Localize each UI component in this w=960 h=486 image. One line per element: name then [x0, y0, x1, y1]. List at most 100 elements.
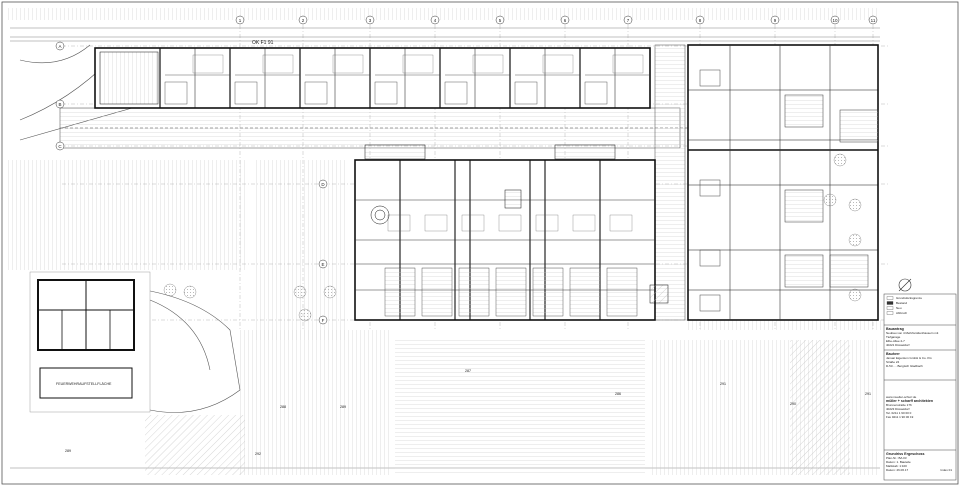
- terrace: [784, 94, 824, 128]
- grid-bubble-row: [318, 315, 328, 325]
- grid-label-row: B: [58, 102, 61, 107]
- tree-icon: [298, 308, 312, 322]
- bathroom: [234, 81, 258, 105]
- architect-block: www.mueller-schurr.de müller + scharff a…: [886, 395, 954, 419]
- grid-bubble-col: [365, 15, 375, 25]
- legend-swatch: [886, 311, 894, 315]
- architect-web: www.mueller-schurr.de: [886, 395, 917, 399]
- room-furniture: [498, 214, 522, 232]
- grid-label-col: 2: [302, 18, 305, 23]
- parcel-mid-left: [255, 160, 345, 340]
- architect-line: Brunnenstraße 176: [886, 403, 912, 407]
- grid-bubble-col: [623, 15, 633, 25]
- room-furniture: [332, 54, 364, 74]
- grid-bubble-col: [695, 15, 705, 25]
- grid-label-col: 11: [871, 18, 876, 23]
- grid-bubble-col: [868, 15, 878, 25]
- owner-line: Januar Eigentum GmbH & Co. KG: [886, 356, 932, 360]
- grid-label-col: 6: [564, 18, 567, 23]
- storage-room: [421, 267, 453, 317]
- tree-icon: [823, 193, 837, 207]
- access-road-vertical: [654, 44, 686, 321]
- room-furniture: [572, 214, 596, 232]
- grid-bubble-col: [495, 15, 505, 25]
- parcel-bottom-1: [240, 330, 390, 475]
- storage-room: [569, 267, 601, 317]
- room-furniture: [262, 54, 294, 74]
- parcel-bottom-2: [395, 340, 645, 475]
- room-furniture: [402, 54, 434, 74]
- grid-bubble-col: [430, 15, 440, 25]
- grid-label-col: 8: [699, 18, 702, 23]
- drawing-block: Grundriss Ergeschoss Plan-Nr.: BA 03 Dat…: [886, 452, 954, 472]
- drawing-field: Maßstab: 1:100: [886, 464, 907, 468]
- project-line: Tiefgarage: [886, 335, 901, 339]
- owner-heading: Bauherr: [886, 352, 900, 356]
- owner-line: Straße 24: [886, 360, 900, 364]
- units-north: [159, 48, 650, 108]
- tree-icon: [848, 233, 862, 247]
- units-center: [355, 160, 655, 320]
- terrace: [784, 254, 824, 288]
- trees: [163, 153, 862, 322]
- parcel-number: 288: [280, 405, 286, 409]
- room-furniture: [612, 54, 644, 74]
- stair: [699, 294, 721, 312]
- grid-label-row: A: [58, 44, 61, 49]
- architect-line: Tel. 0211 1 90 00 0: [886, 411, 912, 415]
- storage-room: [532, 267, 564, 317]
- grid-label-row: F: [322, 318, 325, 323]
- bathroom: [584, 81, 608, 105]
- stair: [699, 179, 721, 197]
- grid-label-col: 3: [369, 18, 372, 23]
- drawing-field: Plan-Nr.: BA 03: [886, 456, 907, 460]
- architect-line: Fax 0211 1 90 00 19: [886, 415, 914, 419]
- storage-room: [606, 267, 638, 317]
- legend-label: Grundstücksgrenze: [896, 296, 922, 300]
- drawing-field: Datum: 26.06.17: [886, 468, 909, 472]
- tree-icon: [848, 288, 862, 302]
- grid-label-col: 4: [434, 18, 437, 23]
- storage-room: [384, 267, 416, 317]
- tree-icon: [833, 153, 847, 167]
- grid-bubble-row: [55, 99, 65, 109]
- bathroom: [514, 81, 538, 105]
- owner-line: D-53..... Bergisch Gladbach: [886, 364, 923, 368]
- tree-icon: [293, 285, 307, 299]
- parcel-number: 286: [615, 392, 621, 396]
- parcel-number: 291: [865, 392, 871, 396]
- grid-bubble-col: [235, 15, 245, 25]
- parcel-number: 292: [255, 452, 261, 456]
- parcel-number: 289: [65, 449, 71, 453]
- section-mark: OK F1 91: [252, 40, 274, 46]
- tree-icon: [848, 198, 862, 212]
- inset-plan-title: FEUERWEHRAUFSTELLFLÄCHE: [56, 382, 112, 386]
- legend-label: Bestand: [896, 301, 907, 305]
- grid-label-col: 9: [774, 18, 777, 23]
- room-furniture: [387, 214, 411, 232]
- storage-room: [495, 267, 527, 317]
- inset-plan: [29, 271, 151, 413]
- legend-label: Neu: [896, 306, 902, 310]
- bathroom: [374, 81, 398, 105]
- grid-label-col: 1: [239, 18, 242, 23]
- grid-bubble-row: [55, 141, 65, 151]
- bathroom: [304, 81, 328, 105]
- drawing-field: Datum: 1. Bauteile: [886, 460, 911, 464]
- stair: [699, 249, 721, 267]
- room-furniture: [424, 214, 448, 232]
- project-line: Neubau von 4 Mehrfamilienhäusern mit: [886, 331, 939, 335]
- grid-bubble-row: [55, 41, 65, 51]
- legend-swatch: [886, 306, 894, 310]
- building-north: [94, 47, 651, 109]
- parcel-number: 289: [340, 405, 346, 409]
- bathroom: [164, 81, 188, 105]
- grid-label-col: 10: [832, 18, 838, 23]
- legend-swatch: [886, 296, 894, 300]
- grid-bubble-col: [298, 15, 308, 25]
